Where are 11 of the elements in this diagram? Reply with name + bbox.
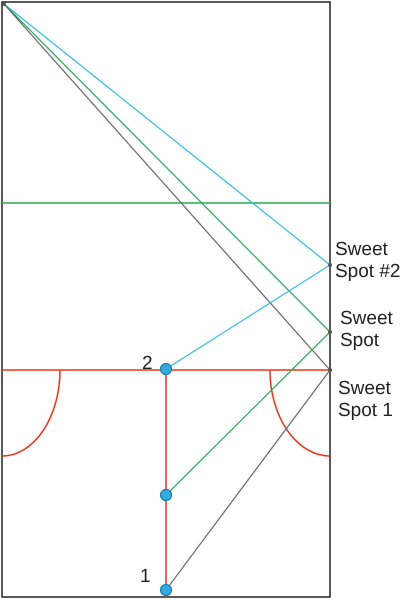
point-label: 2 [142,353,154,375]
point-label: Sweet Spot #2 [335,239,402,283]
point-label: Sweet Spot [340,308,394,352]
line [170,332,330,492]
line-junction [2,2,6,6]
marker-dot [160,489,172,501]
line [170,265,330,366]
point-label: 1 [140,566,152,588]
line [4,4,330,265]
line [169,370,330,586]
point-label: Sweet Spot 1 [338,378,394,422]
